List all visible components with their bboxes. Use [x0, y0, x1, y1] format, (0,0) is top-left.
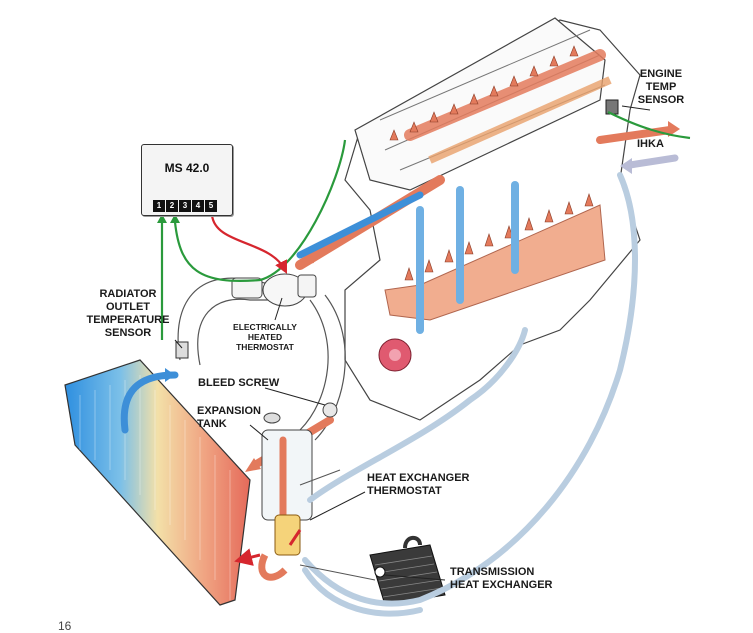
block-arrows	[404, 193, 594, 281]
label-line: TANK	[197, 418, 227, 430]
ecu-pin-strip: 1 2 3 4 5	[153, 200, 217, 212]
label-line: RADIATOR	[99, 288, 157, 300]
ecu-pin: 5	[205, 200, 217, 212]
radiator-outlet-flow	[120, 371, 179, 434]
label-line: ELECTRICALLY	[233, 322, 297, 332]
label-line: SENSOR	[637, 94, 685, 106]
engine-temp-sensor-shape	[605, 99, 619, 115]
ecu-pin: 3	[179, 200, 191, 212]
water-pump	[378, 338, 412, 372]
block-cold-flow	[416, 181, 519, 334]
label-line: SENSOR	[104, 327, 152, 339]
head-arrows	[389, 45, 579, 141]
engine-temp-sensor-label: ENGINE TEMP SENSOR	[628, 68, 694, 107]
radiator-outlet-sensor-shape	[175, 341, 189, 359]
radiator-outlet-sensor-label: RADIATOR OUTLET TEMPERATURE SENSOR	[78, 288, 178, 340]
bleed-screw-shape	[322, 402, 338, 418]
ecu-pin: 4	[192, 200, 204, 212]
label-line: ENGINE	[639, 68, 683, 80]
heat-exchanger-thermostat-shape	[258, 514, 302, 581]
expansion-tank-label: EXPANSION TANK	[197, 405, 261, 431]
expansion-tank-shape	[261, 412, 313, 521]
page-number: 16	[58, 619, 72, 633]
cold-hose-thermostat	[296, 191, 424, 259]
ihka-label: IHKA	[637, 138, 664, 150]
return-lines	[302, 172, 638, 617]
ecu-module: MS 42.0 1 2 3 4 5	[141, 144, 233, 216]
heat-exchanger-thermostat-label: HEAT EXCHANGER THERMOSTAT	[367, 472, 469, 498]
label-line: EXPANSION	[197, 405, 261, 417]
transmission-heat-exchanger-shape	[369, 535, 446, 606]
leader-lines	[174, 105, 651, 581]
thermostat-housing	[231, 273, 317, 307]
radiator	[64, 359, 251, 606]
ecu-title: MS 42.0	[164, 161, 210, 175]
ihka-return	[626, 154, 679, 169]
label-line: THERMOSTAT	[236, 342, 294, 352]
bleed-screw-label: BLEED SCREW	[198, 377, 280, 389]
label-line: HEAT EXCHANGER	[450, 579, 553, 591]
head-hot-flow	[404, 49, 612, 164]
label-line: TEMP	[645, 81, 677, 93]
label-line: OUTLET	[106, 301, 150, 313]
electric-thermostat-label: ELECTRICALLY HEATED THERMOSTAT	[225, 322, 305, 352]
label-line: HEATED	[247, 332, 283, 342]
signal-wire-red	[210, 214, 287, 274]
ecu-pin: 2	[166, 200, 178, 212]
label-line: TRANSMISSION	[450, 566, 535, 578]
label-line: TEMPERATURE	[86, 314, 170, 326]
signal-wires-green	[160, 111, 691, 340]
ecu-pin: 1	[153, 200, 165, 212]
transmission-heat-exchanger-label: TRANSMISSION HEAT EXCHANGER	[450, 566, 552, 592]
label-line: HEAT EXCHANGER	[367, 472, 470, 484]
label-line: THERMOSTAT	[367, 485, 442, 497]
